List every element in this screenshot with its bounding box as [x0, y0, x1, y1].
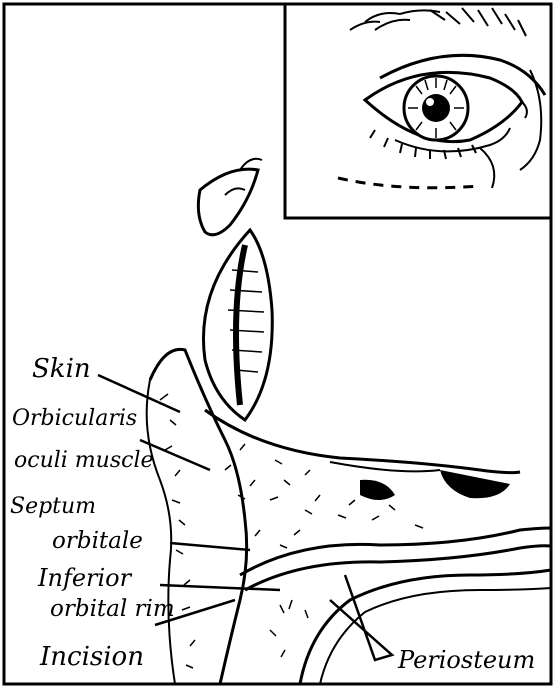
label-inferior-line2: orbital rim	[50, 598, 175, 621]
retracted-lid	[198, 159, 262, 235]
eyebrow-strokes	[350, 8, 526, 36]
inferior-rim-leader	[160, 585, 280, 590]
pupil	[422, 94, 450, 122]
label-orbicularis-line1: Orbicularis	[12, 408, 137, 430]
eye-inset	[285, 4, 551, 218]
label-orbicularis-line2: oculi muscle	[14, 450, 154, 472]
label-incision: Incision	[40, 644, 144, 670]
tissue-texture	[160, 394, 423, 668]
septum-leader	[170, 543, 250, 550]
label-inferior-line1: Inferior	[38, 566, 131, 590]
label-periosteum: Periosteum	[398, 648, 535, 672]
label-skin: Skin	[32, 356, 91, 382]
globe-section	[203, 230, 272, 420]
label-septum-line2: orbitale	[52, 530, 143, 553]
label-septum-line1: Septum	[10, 496, 96, 518]
lower-lid-section	[147, 349, 551, 684]
incision-dashed-line	[338, 178, 480, 188]
